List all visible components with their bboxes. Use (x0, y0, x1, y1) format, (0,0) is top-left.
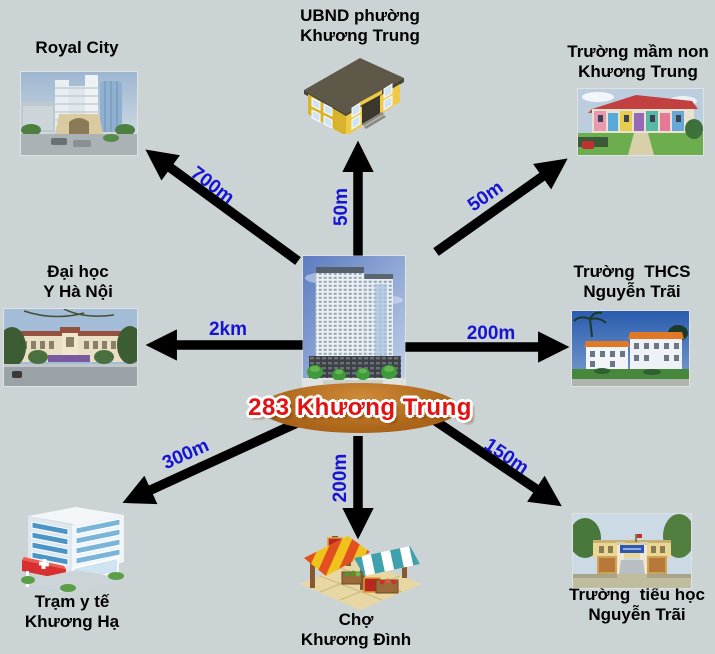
dai-hoc-label-line2: Y Hà Nội (43, 281, 113, 301)
arrow-to-tram-y-te (122, 417, 301, 505)
thcs-photo (571, 310, 690, 387)
central-building-photo (302, 255, 406, 391)
center-badge-text: 283 Khương Trung (248, 394, 472, 421)
royal-city-label: Royal City (35, 38, 118, 58)
mam-non-label-line2: Khương Trung (578, 61, 698, 81)
dai-hoc-label: Đại học Y Hà Nội (43, 262, 113, 301)
arrow-to-royal-city (145, 149, 301, 265)
market-stall-icon (298, 516, 424, 617)
ubnd-label: UBND phường Khương Trung (300, 6, 420, 45)
thcs-label-line1: Trường THCS (573, 262, 691, 281)
tieu-hoc-label-line2: Nguyễn Trãi (588, 604, 686, 624)
thcs-label: Trường THCS Nguyễn Trãi (574, 262, 691, 301)
mam-non-label: Trường mầm non Khương Trung (567, 42, 709, 81)
cho-label-line1: Chợ (338, 610, 374, 629)
tram-y-te-label: Trạm y tế Khương Hạ (25, 592, 119, 631)
cho-label: Chợ Khương Đình (301, 610, 411, 649)
hospital-building-icon (20, 502, 132, 601)
ubnd-label-line1: UBND phường (300, 6, 420, 25)
thcs-label-line2: Nguyễn Trãi (583, 281, 681, 301)
government-building-icon (300, 46, 406, 139)
royal-city-label-line1: Royal City (35, 38, 119, 57)
tram-y-te-label-line2: Khương Hạ (24, 611, 120, 631)
tieu-hoc-photo (572, 513, 692, 589)
cho-label-line2: Khương Đình (300, 629, 412, 649)
center-badge: 283 Khương Trung (248, 383, 471, 433)
dai-hoc-photo (3, 308, 138, 387)
royal-city-photo (20, 71, 138, 156)
dai-hoc-label-line1: Đại học (47, 262, 109, 281)
distance-thcs: 200m (466, 323, 516, 344)
mam-non-photo (577, 88, 704, 156)
tram-y-te-label-line1: Trạm y tế (34, 592, 110, 611)
mam-non-label-line1: Trường mầm non (567, 42, 709, 61)
tieu-hoc-label-line1: Trường tiểu học (569, 585, 705, 604)
distance-dai-hoc: 2km (208, 319, 248, 340)
arrow-to-tieu-hoc (431, 416, 562, 507)
arrow-to-mam-non (433, 158, 568, 256)
distance-ubnd: 50m (331, 187, 352, 227)
ubnd-label-line2: Khương Trung (300, 25, 420, 45)
tieu-hoc-label: Trường tiểu học Nguyễn Trãi (569, 585, 705, 624)
distance-cho: 200m (330, 453, 351, 503)
